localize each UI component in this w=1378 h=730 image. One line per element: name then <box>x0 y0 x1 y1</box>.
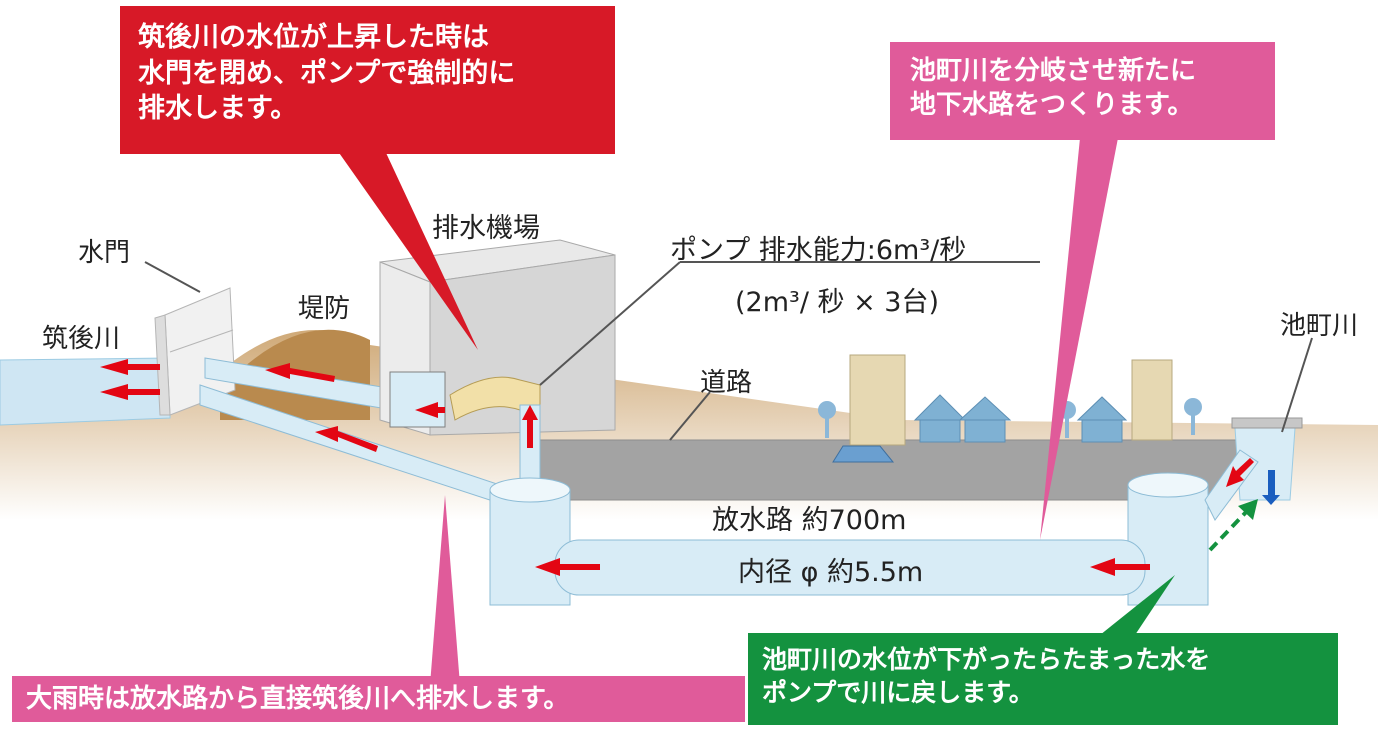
label-pump-station: 排水機場 <box>432 213 540 244</box>
label-sluice-gate: 水門 <box>78 238 131 268</box>
left-shaft <box>489 477 571 606</box>
pink-bottom-callout-tail <box>430 495 460 685</box>
label-road: 道路 <box>700 368 753 398</box>
ikemachi-fence <box>1231 417 1303 429</box>
building-icon <box>849 354 1173 446</box>
sluice-gate <box>154 287 236 416</box>
flow-arrow-icon <box>1208 499 1258 552</box>
flow-arrow-icon <box>100 359 1254 576</box>
label-ikemachi-river: 池町川 <box>1280 311 1359 341</box>
tree-icon <box>818 398 1202 438</box>
label-channel-length: 放水路 約700m <box>712 505 907 536</box>
pump-station <box>379 239 616 436</box>
pink-top-callout-tail <box>1040 138 1118 540</box>
label-pump-capacity: ポンプ 排水能力:6m³/秒 <box>670 235 967 266</box>
red-callout-tail <box>330 140 478 350</box>
label-embankment: 堤防 <box>298 294 351 324</box>
label-pump-units: (2m³/ 秒 × 3台) <box>735 287 940 318</box>
car-icon <box>832 445 895 463</box>
green-callout: 池町川の水位が下がったらたまった水を ポンプで川に戻します。 <box>748 633 1338 725</box>
label-channel-diameter: 内径 φ 約5.5m <box>738 557 924 588</box>
pink-top-callout: 池町川を分岐させ新たに 地下水路をつくります。 <box>890 42 1275 140</box>
green-callout-tail <box>1100 575 1175 635</box>
leader-lines <box>144 261 1313 441</box>
red-callout: 筑後川の水位が上昇した時は 水門を閉め、ポンプで強制的に 排水します。 <box>120 6 615 154</box>
flow-arrow-icon <box>1262 470 1280 505</box>
pink-bottom-callout: 大雨時は放水路から直接筑後川へ排水します。 <box>12 676 745 722</box>
house-icon <box>913 394 1128 443</box>
right-shaft <box>1127 472 1209 606</box>
label-chikugo-river: 筑後川 <box>42 324 121 354</box>
